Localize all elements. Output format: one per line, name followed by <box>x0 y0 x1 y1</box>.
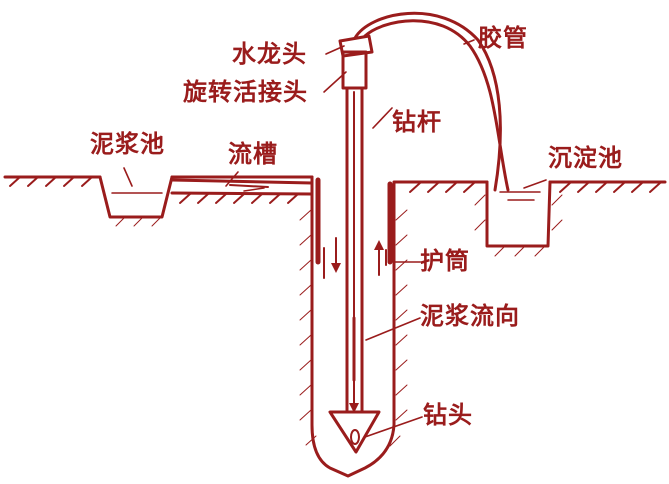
label-hose: 胶管 <box>478 23 528 52</box>
leader-lines <box>123 39 547 438</box>
flow-channel <box>170 178 314 196</box>
drill-bit-shape <box>328 410 381 454</box>
label-drill-bit: 钻头 <box>423 400 473 429</box>
label-faucet: 水龙头 <box>232 39 307 68</box>
settling-tank <box>474 180 563 257</box>
label-channel: 流槽 <box>228 139 278 168</box>
ground-hatching <box>9 176 661 204</box>
mud-flow-arrows <box>323 91 387 413</box>
label-swivel: 旋转活接头 <box>183 77 308 106</box>
label-casing: 护筒 <box>420 246 470 275</box>
borehole <box>299 175 408 478</box>
ground-surface <box>3 175 667 184</box>
label-mud-pit: 泥浆池 <box>90 129 165 158</box>
protective-casing <box>315 177 393 265</box>
swivel-faucet <box>338 34 374 90</box>
drill-pipe-body <box>345 86 364 412</box>
label-mud-flow: 泥浆流向 <box>420 301 520 330</box>
label-settling-tank: 沉淀池 <box>548 143 623 172</box>
mud-pit <box>98 175 174 227</box>
rubber-hose <box>353 11 510 192</box>
label-drill-pipe: 钻杆 <box>392 107 442 136</box>
